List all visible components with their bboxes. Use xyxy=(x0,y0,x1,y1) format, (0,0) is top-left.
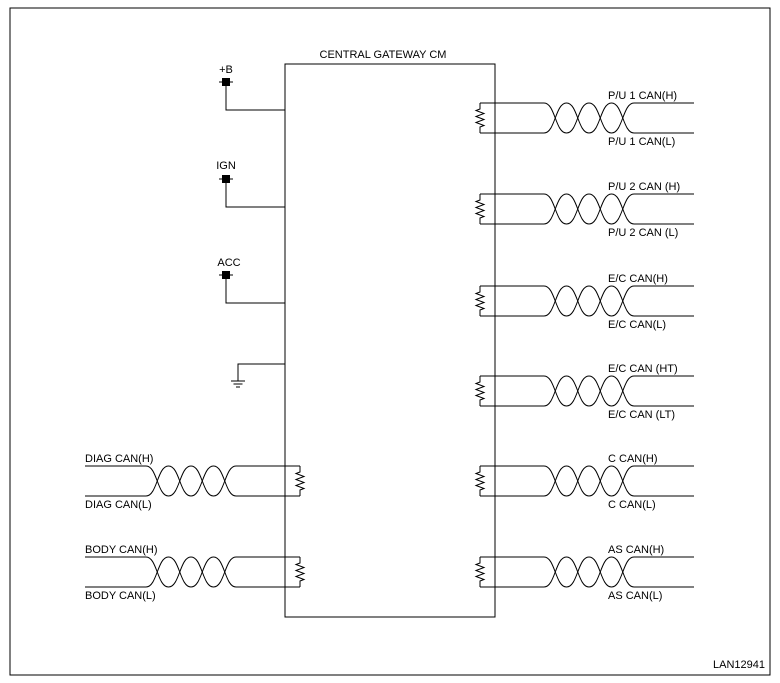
figure-id: LAN12941 xyxy=(713,659,765,671)
terminating-resistor-icon xyxy=(294,466,306,496)
can-high-label: AS CAN(H) xyxy=(608,544,664,556)
power-input-acc: ACC xyxy=(217,257,285,304)
can-high-wire xyxy=(480,375,694,407)
can-low-label: BODY CAN(L) xyxy=(85,590,156,602)
can-low-label: P/U 1 CAN(L) xyxy=(608,136,675,148)
can-high-label: P/U 1 CAN(H) xyxy=(608,90,677,102)
can-low-wire xyxy=(480,285,694,317)
gateway-module-box xyxy=(284,63,496,618)
can-low-wire xyxy=(480,465,694,497)
terminating-resistor-icon xyxy=(474,286,486,316)
can-high-label: E/C CAN (HT) xyxy=(608,363,678,375)
can-high-wire xyxy=(480,556,694,588)
can-low-label: C CAN(L) xyxy=(608,499,656,511)
can-low-wire xyxy=(480,193,694,225)
can-low-label: AS CAN(L) xyxy=(608,590,662,602)
can-high-label: C CAN(H) xyxy=(608,453,658,465)
can-high-wire xyxy=(85,465,300,497)
power-input-ign: IGN xyxy=(216,160,285,208)
power-label: IGN xyxy=(216,160,236,172)
terminating-resistor-icon xyxy=(474,466,486,496)
terminating-resistor-icon xyxy=(474,103,486,133)
can-high-label: DIAG CAN(H) xyxy=(85,453,153,465)
can-high-label: BODY CAN(H) xyxy=(85,544,158,556)
right-can-buses: P/U 1 CAN(H)P/U 1 CAN(L)P/U 2 CAN (H)P/U… xyxy=(474,90,694,602)
can-low-label: E/C CAN(L) xyxy=(608,319,666,331)
can-bus-right: E/C CAN (HT) E/C CAN (LT) xyxy=(474,363,694,421)
terminating-resistor-icon xyxy=(474,376,486,406)
can-bus-left: DIAG CAN(H) DIAG CAN(L) xyxy=(85,453,306,511)
ground-icon xyxy=(231,363,285,388)
power-label: +B xyxy=(219,64,233,76)
can-bus-right: P/U 2 CAN (H) P/U 2 CAN (L) xyxy=(474,181,694,239)
can-low-wire xyxy=(85,465,300,497)
terminating-resistor-icon xyxy=(294,557,306,587)
terminating-resistor-icon xyxy=(474,557,486,587)
can-bus-right: E/C CAN(H) E/C CAN(L) xyxy=(474,273,694,331)
can-low-label: DIAG CAN(L) xyxy=(85,499,152,511)
can-high-wire xyxy=(85,556,300,588)
can-high-wire xyxy=(480,285,694,317)
terminating-resistor-icon xyxy=(474,194,486,224)
can-bus-right: P/U 1 CAN(H) P/U 1 CAN(L) xyxy=(474,90,694,148)
can-low-label: E/C CAN (LT) xyxy=(608,409,675,421)
module-title: CENTRAL GATEWAY CM xyxy=(320,49,447,61)
can-low-wire xyxy=(480,102,694,134)
can-bus-right: C CAN(H) C CAN(L) xyxy=(474,453,694,511)
can-high-wire xyxy=(480,465,694,497)
can-low-label: P/U 2 CAN (L) xyxy=(608,227,678,239)
left-can-buses: DIAG CAN(H)DIAG CAN(L)BODY CAN(H)BODY CA… xyxy=(85,453,306,602)
can-low-wire xyxy=(85,556,300,588)
can-high-wire xyxy=(480,102,694,134)
can-bus-left: BODY CAN(H) BODY CAN(L) xyxy=(85,544,306,602)
power-label: ACC xyxy=(217,257,240,269)
can-low-wire xyxy=(480,556,694,588)
power-input-b: +B xyxy=(219,64,285,111)
can-low-wire xyxy=(480,375,694,407)
can-high-wire xyxy=(480,193,694,225)
can-bus-right: AS CAN(H) AS CAN(L) xyxy=(474,544,694,602)
figure-frame xyxy=(9,7,771,676)
can-high-label: E/C CAN(H) xyxy=(608,273,668,285)
can-high-label: P/U 2 CAN (H) xyxy=(608,181,680,193)
